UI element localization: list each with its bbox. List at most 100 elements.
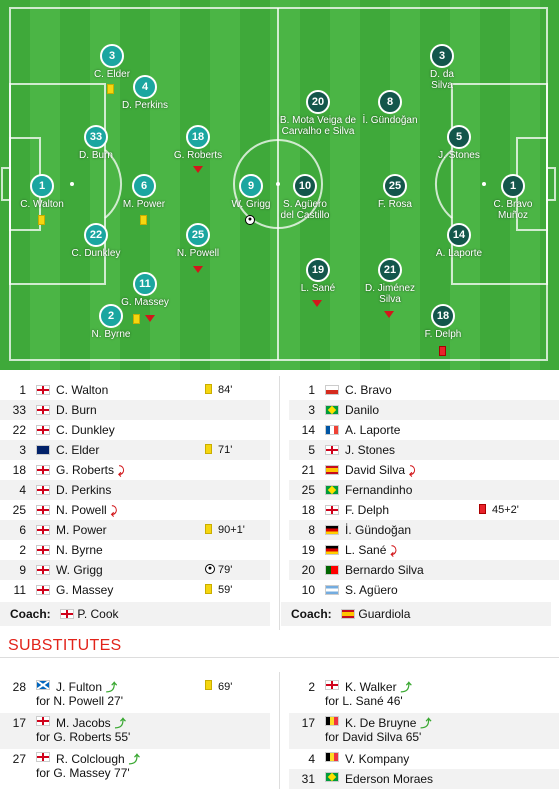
player-name-link[interactable]: M. Jacobs⤴ (56, 715, 126, 732)
pitch-player-away[interactable]: 1 C. Bravo Muñoz (458, 174, 559, 221)
player-name-link[interactable]: G. Massey (56, 580, 113, 600)
player-name-link[interactable]: J. Stones (345, 440, 395, 460)
player-name-link[interactable]: Fernandinho (345, 480, 412, 500)
player-name: K. De Bruyne (345, 716, 417, 730)
shirt-number: 18 (12, 463, 26, 477)
shirt-number: 20 (301, 563, 315, 577)
england-flag-icon (36, 585, 50, 595)
pitch-player-away[interactable]: 14 A. Laporte (404, 223, 514, 259)
pitch-player-away[interactable]: 21 D. Jiménez Silva (335, 258, 445, 305)
player-name-link[interactable]: David Silva⤸ (345, 460, 416, 481)
england-flag-icon (325, 505, 339, 515)
player-name: D. Perkins (121, 100, 169, 111)
player-name-link[interactable]: R. Colclough⤴ (56, 751, 140, 768)
yellow-card-icon (205, 680, 212, 690)
player-name-link[interactable]: A. Laporte (345, 420, 400, 440)
player-number-badge: 2 (99, 304, 123, 328)
player-name-link[interactable]: C. Walton (56, 380, 108, 400)
pitch-player-away[interactable]: 18 F. Delph (388, 304, 498, 340)
shirt-number: 4 (19, 483, 26, 497)
sub-on-arrow-icon: ⤴ (114, 718, 126, 730)
player-name-link[interactable]: S. Agüero (345, 580, 398, 600)
player-name: D. da Silva (430, 69, 454, 91)
england-flag-icon (36, 545, 50, 555)
event-time: 45+2' (492, 504, 519, 516)
player-name-link[interactable]: G. Roberts⤸ (56, 460, 125, 481)
player-name-link[interactable]: D. Perkins (56, 480, 111, 500)
player-name-link[interactable]: İ. Gündoğan (345, 520, 411, 540)
substitute-row: 4 V. Kompany (289, 749, 559, 769)
player-name-link[interactable]: W. Grigg (56, 560, 103, 580)
player-name: L. Sané (300, 283, 336, 294)
event-time: 69' (218, 681, 233, 693)
england-flag-icon (36, 425, 50, 435)
player-name-link[interactable]: Danilo (345, 400, 379, 420)
pitch-player-away[interactable]: 10 S. Agüero del Castillo (250, 174, 360, 221)
player-name: R. Colclough (56, 752, 125, 766)
pitch-player-home[interactable]: 22 C. Dunkley (41, 223, 151, 259)
player-name-link[interactable]: M. Power (56, 520, 107, 540)
pitch-player-away[interactable]: 3 D. da Silva (387, 44, 497, 91)
pitch-player-away[interactable]: 20 B. Mota Veiga de Carvalho e Silva (263, 90, 373, 137)
coach-name[interactable]: P. Cook (77, 607, 119, 621)
player-name-link[interactable]: Bernardo Silva (345, 560, 424, 580)
pitch-player-home[interactable]: 3 C. Elder (57, 44, 167, 80)
yellow-card-icon (205, 524, 212, 534)
player-name-link[interactable]: V. Kompany (345, 751, 409, 767)
player-number-badge: 3 (430, 44, 454, 68)
pitch-player-home[interactable]: 11 G. Massey (90, 272, 200, 308)
pitch-player-home[interactable]: 18 G. Roberts (143, 125, 253, 161)
lineup-row: 5 J. Stones (289, 440, 559, 460)
pitch-player-away[interactable]: 25 F. Rosa (340, 174, 450, 210)
player-name-link[interactable]: N. Byrne (56, 540, 103, 560)
pitch-player-away[interactable]: 5 J. Stones (404, 125, 514, 161)
red-card-icon (479, 504, 486, 514)
pitch-player-home[interactable]: 1 C. Walton (0, 174, 97, 210)
player-name: A. Laporte (435, 248, 483, 259)
coach-name[interactable]: Guardiola (358, 607, 411, 621)
sub-off-arrow-icon: ⤸ (390, 545, 397, 557)
player-name: Ederson Moraes (345, 772, 434, 786)
shirt-number: 17 (301, 716, 315, 730)
player-name: F. Rosa (378, 199, 412, 210)
player-name-link[interactable]: L. Sané⤸ (345, 540, 397, 561)
yellow-card-icon (205, 584, 212, 594)
pitch-player-home[interactable]: 25 N. Powell (143, 223, 253, 259)
replaced-player-note: for L. Sané 46' (325, 694, 403, 708)
pitch-player-away[interactable]: 8 İ. Gündoğan (335, 90, 445, 126)
player-number-badge: 25 (383, 174, 407, 198)
pitch-player-home[interactable]: 9 W. Grigg (196, 174, 306, 210)
away-coach: Coach: Guardiola (281, 602, 551, 626)
player-name-link[interactable]: K. Walker⤴ (345, 679, 412, 696)
portugal-flag-icon (325, 565, 339, 575)
player-name: C. Dunkley (56, 423, 115, 437)
shirt-number: 4 (308, 752, 315, 766)
player-name-link[interactable]: C. Bravo (345, 380, 392, 400)
sub-off-icon (193, 166, 203, 173)
player-name: M. Power (56, 523, 107, 537)
shirt-number: 3 (19, 443, 26, 457)
pitch-player-home[interactable]: 2 N. Byrne (56, 304, 166, 340)
shirt-number: 5 (308, 443, 315, 457)
player-name-link[interactable]: D. Burn (56, 400, 97, 420)
player-name: B. Mota Veiga de Carvalho e Silva (279, 115, 357, 137)
player-name-link[interactable]: C. Dunkley (56, 420, 115, 440)
player-name: C. Bravo (345, 383, 392, 397)
column-divider (279, 672, 280, 789)
player-name-link[interactable]: C. Elder (56, 440, 99, 460)
player-name-link[interactable]: K. De Bruyne⤴ (345, 715, 431, 732)
player-name-link[interactable]: F. Delph (345, 500, 389, 520)
pitch-player-away[interactable]: 19 L. Sané (263, 258, 373, 294)
event-time: 84' (218, 384, 233, 396)
player-name-link[interactable]: J. Fulton⤴ (56, 679, 117, 696)
pitch-player-home[interactable]: 6 M. Power (89, 174, 199, 210)
player-name-link[interactable]: Ederson Moraes (345, 771, 433, 787)
pitch-player-home[interactable]: 4 D. Perkins (90, 75, 200, 111)
pitch-player-home[interactable]: 33 D. Burn (41, 125, 151, 161)
player-name-link[interactable]: N. Powell⤸ (56, 500, 117, 521)
player-name: C. Walton (56, 383, 109, 397)
